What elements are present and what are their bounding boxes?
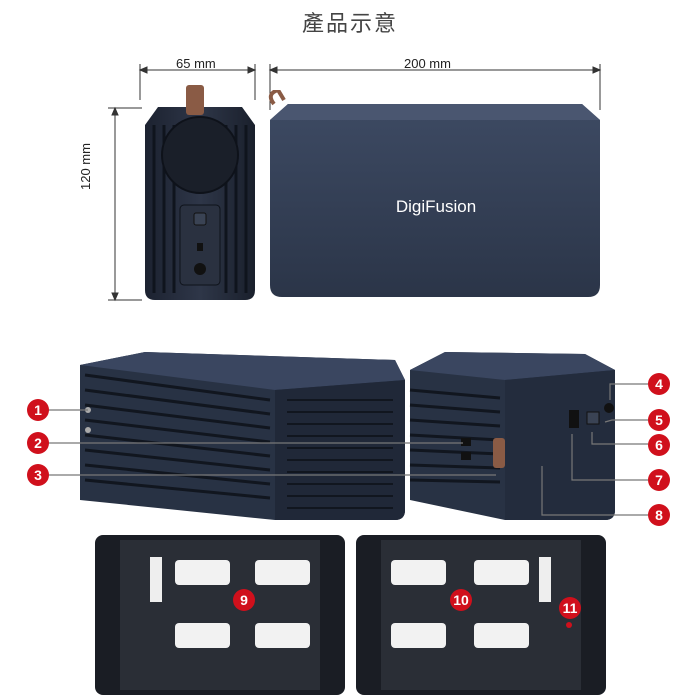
callout-badge-6: 6 bbox=[648, 434, 670, 456]
callout-badge-5: 5 bbox=[648, 409, 670, 431]
callout-badge-9: 9 bbox=[233, 589, 255, 611]
product-side-view: DigiFusion bbox=[268, 90, 600, 297]
dimension-lines bbox=[108, 64, 602, 302]
drive-tray-left bbox=[95, 535, 345, 695]
product-rear-angle-view bbox=[409, 352, 615, 520]
callout-badge-2: 2 bbox=[27, 432, 49, 454]
callout-badge-8: 8 bbox=[648, 504, 670, 526]
callout-badge-4: 4 bbox=[648, 373, 670, 395]
width-dimension-label: 65 mm bbox=[176, 56, 216, 71]
brand-logo: DigiFusion bbox=[396, 197, 476, 216]
page-title: 產品示意 bbox=[301, 12, 398, 37]
length-dimension-label: 200 mm bbox=[404, 56, 451, 71]
product-front-angle-view bbox=[80, 352, 405, 520]
drive-tray-right bbox=[356, 535, 606, 695]
callout-badge-10: 10 bbox=[450, 589, 472, 611]
callout-badge-3: 3 bbox=[27, 464, 49, 486]
callout-badge-7: 7 bbox=[648, 469, 670, 491]
product-back-view bbox=[145, 85, 255, 300]
callout-badge-1: 1 bbox=[27, 399, 49, 421]
callout-badge-11: 11 bbox=[559, 597, 581, 619]
callout-leader-lines bbox=[48, 383, 648, 516]
